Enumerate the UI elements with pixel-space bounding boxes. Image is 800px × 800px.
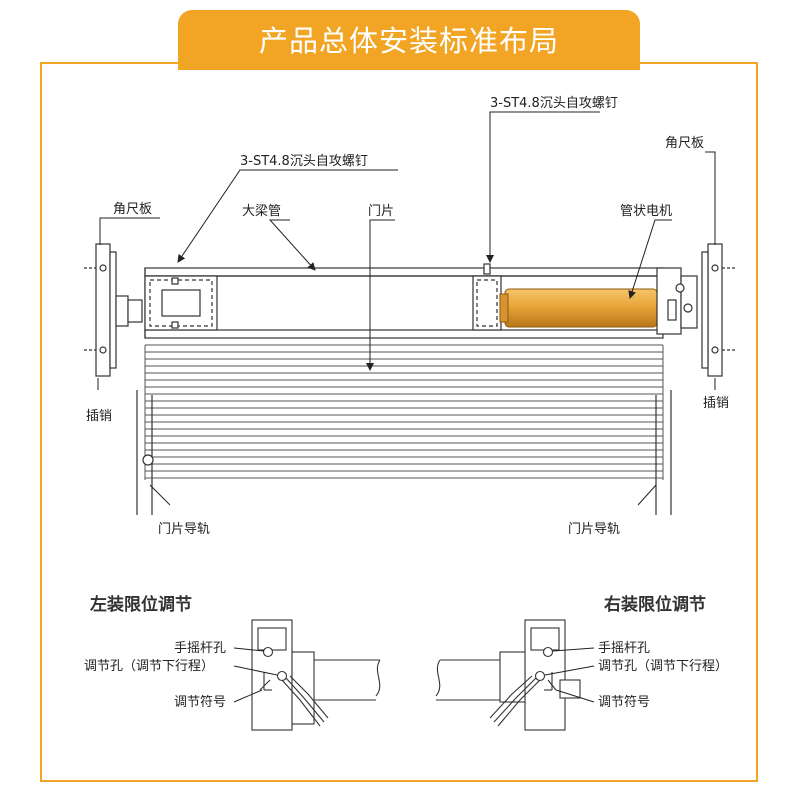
label-tubular-motor: 管状电机: [620, 204, 672, 219]
left-end-plug: [144, 275, 218, 331]
page-title: 产品总体安装标准布局: [258, 24, 559, 58]
label-pin-left: 插销: [86, 409, 112, 424]
content-frame: [40, 62, 758, 782]
right-adjust-drawing: [435, 619, 581, 731]
label-bracket-left: 角尺板: [113, 202, 152, 217]
label-guide-rail-right: 门片导轨: [568, 522, 620, 537]
right-adjust-hole-label: 调节孔（调节下行程）: [598, 659, 728, 674]
right-angle-bracket: [701, 243, 736, 377]
right-end-plug: [472, 263, 502, 331]
tubular-motor: [499, 288, 658, 328]
leader-lines: [97, 111, 716, 506]
left-guide-rail: [136, 390, 154, 515]
right-adjust-leaders: [544, 647, 595, 703]
left-adjust-heading: 左装限位调节: [90, 594, 192, 615]
label-bracket-right: 角尺板: [665, 136, 704, 151]
right-adjust-heading: 右装限位调节: [604, 594, 706, 615]
left-adjust-drawing: [251, 619, 381, 731]
motor-head: [656, 267, 698, 335]
label-pin-right: 插销: [703, 396, 729, 411]
door-slats: [144, 344, 664, 480]
left-adjust-hole-label: 调节孔（调节下行程）: [84, 659, 214, 674]
right-crank-hole-label: 手摇杆孔: [598, 641, 650, 656]
label-screw-left: 3-ST4.8沉头自攻螺钉: [240, 154, 368, 169]
title-banner: [178, 10, 640, 70]
left-adjust-symbol-label: 调节符号: [174, 694, 226, 710]
label-guide-rail-left: 门片导轨: [158, 522, 210, 537]
left-crank-hole-label: 手摇杆孔: [174, 641, 226, 656]
label-beam-tube: 大梁管: [242, 204, 281, 219]
right-adjust-symbol-label: 调节符号: [598, 694, 650, 710]
left-angle-bracket: [84, 243, 143, 377]
label-screw-right: 3-ST4.8沉头自攻螺钉: [490, 96, 618, 111]
right-guide-rail: [655, 390, 672, 515]
label-door-slat: 门片: [368, 204, 394, 219]
left-adjust-leaders: [233, 647, 278, 703]
